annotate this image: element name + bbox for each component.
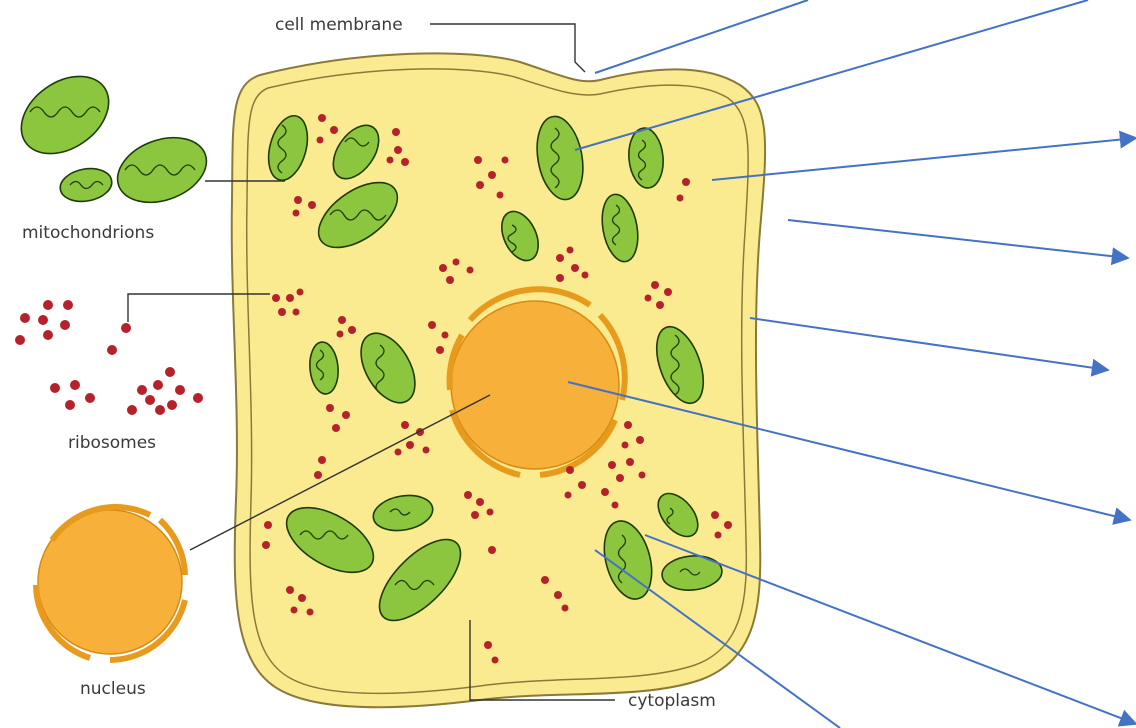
nucleus-in-cell: [450, 289, 625, 475]
mitochondria-specimens: [7, 60, 216, 213]
label-cytoplasm: cytoplasm: [628, 691, 716, 711]
label-ribosomes: ribosomes: [68, 433, 156, 453]
arrow-to-ribosome-label: [712, 138, 1136, 180]
arrow-to-cytoplasm-label: [788, 220, 1128, 258]
arrow-to-membrane-label: [595, 0, 808, 73]
label-cell-membrane: cell membrane: [275, 15, 403, 35]
label-nucleus: nucleus: [80, 679, 146, 699]
nucleus-specimen: [36, 507, 185, 660]
arrow-to-cell-wall-label: [750, 318, 1108, 370]
ribosome-specimens: [15, 300, 203, 415]
label-mitochondrions: mitochondrions: [22, 223, 154, 243]
